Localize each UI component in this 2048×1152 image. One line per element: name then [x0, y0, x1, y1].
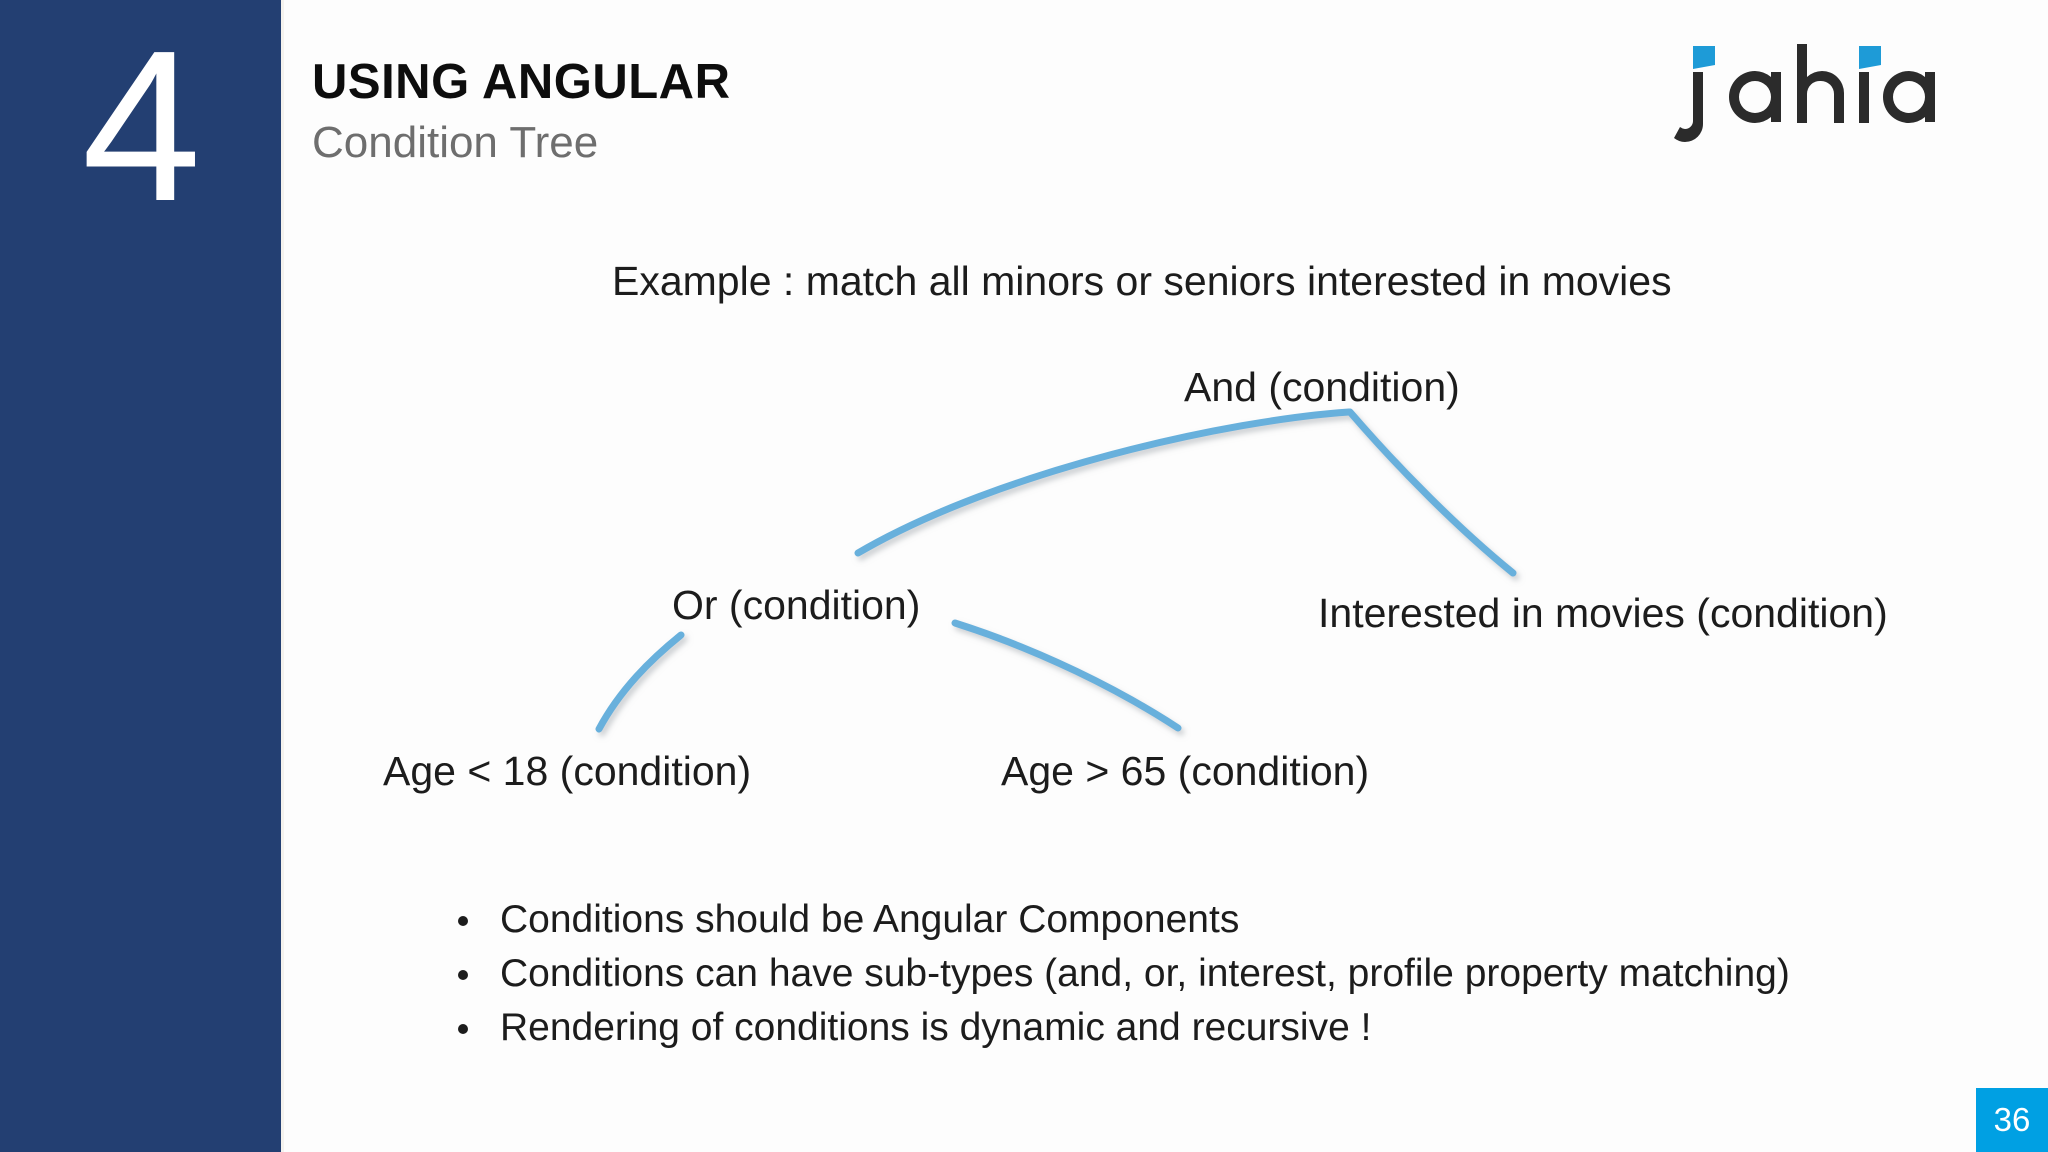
sidebar-edge-divider [281, 0, 284, 1152]
page-subtitle: Condition Tree [312, 117, 599, 167]
section-number: 4 [81, 5, 202, 246]
jahia-logo [1663, 38, 1943, 148]
bullet-list: Conditions should be Angular Components … [448, 893, 1790, 1055]
tree-node-and[interactable]: And (condition) [1184, 364, 1460, 410]
edge-or-age-gt [951, 619, 1182, 732]
tree-node-interested-in-movies[interactable]: Interested in movies (condition) [1318, 590, 1888, 636]
list-item-label: Conditions should be Angular Components [500, 898, 1240, 941]
list-item-label: Rendering of conditions is dynamic and r… [500, 1006, 1372, 1049]
edge-or-age-lt [595, 631, 685, 733]
bullet-dot-icon [458, 1024, 468, 1034]
list-item: Rendering of conditions is dynamic and r… [448, 1001, 1790, 1055]
page-number-badge: 36 [1976, 1088, 2048, 1152]
bullet-dot-icon [458, 916, 468, 926]
page-title: USING ANGULAR [312, 55, 731, 109]
section-sidebar [0, 0, 281, 1152]
list-item: Conditions should be Angular Components [448, 893, 1790, 947]
tree-node-age-gt-65[interactable]: Age > 65 (condition) [1001, 748, 1370, 794]
tree-node-or[interactable]: Or (condition) [672, 582, 921, 628]
slide-header: USING ANGULAR Condition Tree [312, 55, 1612, 167]
list-item: Conditions can have sub-types (and, or, … [448, 947, 1790, 1001]
edge-and-interested [1346, 408, 1517, 577]
tree-node-age-lt-18[interactable]: Age < 18 (condition) [383, 748, 752, 794]
list-item-label: Conditions can have sub-types (and, or, … [500, 952, 1790, 995]
example-caption: Example : match all minors or seniors in… [612, 258, 1672, 304]
edge-and-or [854, 408, 1353, 557]
jahia-logo-icon [1674, 44, 1935, 142]
bullet-dot-icon [458, 970, 468, 980]
